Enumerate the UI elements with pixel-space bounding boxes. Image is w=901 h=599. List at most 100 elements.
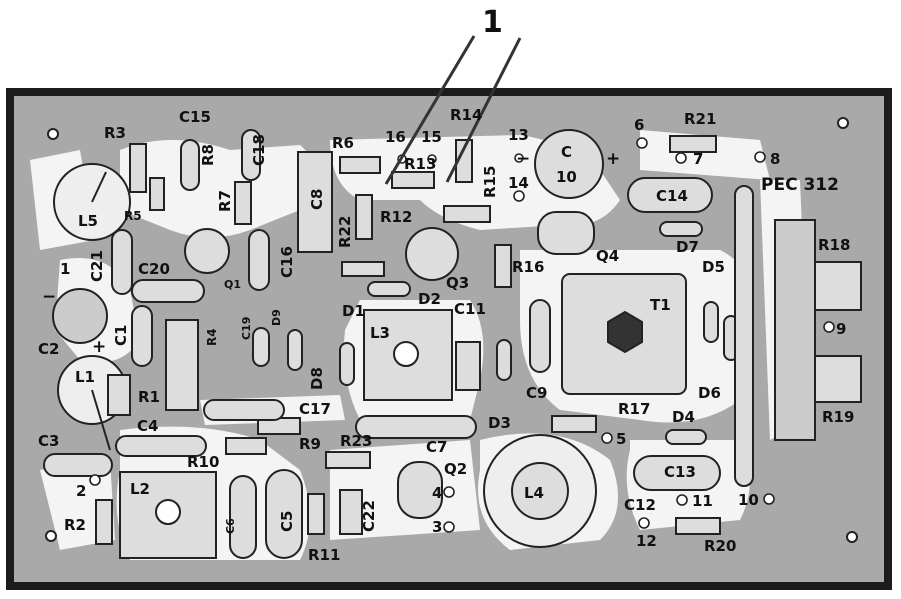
label-r14: R14	[450, 106, 482, 124]
label-c18: C18	[250, 134, 268, 166]
callout-number: 1	[482, 5, 503, 40]
label-r18: R18	[818, 236, 850, 254]
label-c8: C8	[308, 189, 326, 210]
q3-transistor	[405, 227, 459, 281]
label-c12: C12	[624, 496, 656, 514]
label-c20: C20	[138, 260, 170, 278]
label-r12: R12	[380, 208, 412, 226]
label-q2: Q2	[444, 460, 467, 478]
label-r7: R7	[216, 190, 234, 212]
label-r17: R17	[618, 400, 650, 418]
pin-15: 15	[421, 128, 442, 146]
label-c21: C21	[88, 250, 106, 282]
c-plus-sign: +	[606, 149, 620, 169]
pin-labels: 16 15 13 14 6 7 8 9 10 11 12 5 4 3 2 1 1…	[60, 116, 846, 550]
pin-4: 4	[432, 484, 442, 502]
label-c13: C13	[664, 463, 696, 481]
pin-1: 1	[60, 260, 70, 278]
label-r23: R23	[340, 432, 372, 450]
label-c22: C22	[360, 500, 378, 532]
pin-9: 9	[836, 320, 846, 338]
q4-transistor	[537, 211, 595, 255]
label-r20: R20	[704, 537, 736, 555]
pin-2: 2	[76, 482, 86, 500]
label-c4: C4	[137, 417, 158, 435]
q2-transistor	[397, 461, 443, 519]
label-c2: C2	[38, 340, 59, 358]
label-c11: C11	[454, 300, 486, 318]
c8-capacitor	[297, 151, 333, 253]
pin-7: 7	[693, 150, 703, 168]
mounting-holes	[45, 117, 858, 543]
label-l2: L2	[130, 480, 150, 498]
label-d7: D7	[676, 238, 699, 256]
label-c7: C7	[426, 438, 447, 456]
board-title: PEC 312	[761, 175, 839, 195]
label-r19: R19	[822, 408, 854, 426]
label-d3: D3	[488, 414, 511, 432]
label-r3: R3	[104, 124, 126, 142]
label-r2: R2	[64, 516, 86, 534]
label-c5: C5	[278, 511, 296, 532]
label-c1: C1	[112, 325, 130, 346]
c-electrolytic	[534, 129, 604, 199]
label-d1: D1	[342, 302, 365, 320]
label-d6: D6	[698, 384, 721, 402]
pin-6: 6	[634, 116, 644, 134]
pin-5: 5	[616, 430, 626, 448]
label-r15: R15	[481, 166, 499, 198]
label-l4: L4	[524, 484, 544, 502]
r1-resistor	[107, 374, 131, 416]
label-r8: R8	[199, 144, 217, 166]
label-c6: C6	[224, 518, 237, 534]
pin-14: 14	[508, 174, 529, 192]
label-d8: D8	[308, 367, 326, 390]
label-c19: C19	[240, 317, 253, 340]
label-r4: R4	[205, 328, 219, 346]
label-l3: L3	[370, 324, 390, 342]
label-c-value: 10	[556, 168, 577, 186]
label-c14: C14	[656, 187, 688, 205]
q1-transistor	[184, 228, 230, 274]
label-c16: C16	[278, 246, 296, 278]
callout-lines	[384, 35, 522, 185]
pin-12: 12	[636, 532, 657, 550]
label-c15: C15	[179, 108, 211, 126]
component-labels: R3 C15 R8 C18 R6 R5 R7 C8 R22 L5 C21 C20…	[38, 106, 854, 564]
label-d5: D5	[702, 258, 725, 276]
label-q4: Q4	[596, 247, 619, 265]
label-c9: C9	[526, 384, 547, 402]
minus-sign: −	[42, 287, 56, 307]
pin-8: 8	[770, 150, 780, 168]
label-d2: D2	[418, 290, 441, 308]
label-r6: R6	[332, 134, 354, 152]
c2-capacitor	[52, 288, 108, 344]
label-r22: R22	[336, 216, 354, 248]
label-q3: Q3	[446, 274, 469, 292]
label-c: C	[561, 143, 572, 161]
label-r16: R16	[512, 258, 544, 276]
label-r1: R1	[138, 388, 160, 406]
pads	[89, 137, 835, 533]
label-d9: D9	[270, 309, 283, 326]
pin-10: 10	[738, 491, 759, 509]
label-r9: R9	[299, 435, 321, 453]
label-c3: C3	[38, 432, 59, 450]
label-d4: D4	[672, 408, 695, 426]
label-r10: R10	[187, 453, 219, 471]
label-r11: R11	[308, 546, 340, 564]
pin-11: 11	[692, 492, 713, 510]
label-c17: C17	[299, 400, 331, 418]
pin-3: 3	[432, 518, 442, 536]
components	[43, 129, 862, 559]
plus-sign: +	[92, 337, 106, 357]
label-l5: L5	[78, 212, 98, 230]
label-r21: R21	[684, 110, 716, 128]
label-q1: Q1	[224, 278, 241, 291]
label-r13: R13	[404, 155, 436, 173]
r18-r19-header	[774, 219, 816, 441]
label-r5: R5	[124, 209, 142, 223]
c-minus-sign: −	[516, 149, 530, 169]
